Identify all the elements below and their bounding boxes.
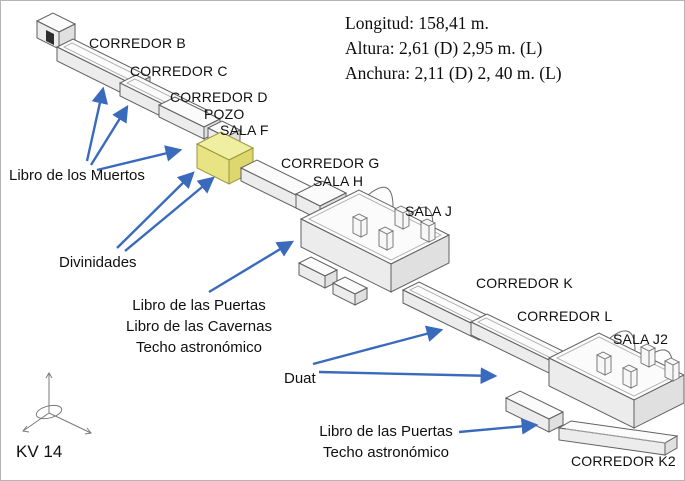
annotation-duat: Duat <box>284 370 316 387</box>
pillar <box>419 218 437 243</box>
room-label-corredor-c: CORREDOR C <box>130 63 228 79</box>
arrow-divinidades-to-sala-f-2 <box>124 176 215 252</box>
pillar <box>393 205 411 230</box>
arrow-divinidades-to-sala-f-1 <box>116 171 195 249</box>
dimension-anchura: Anchura: 2,11 (D) 2, 40 m. (L) <box>345 63 562 83</box>
room-label-sala-j2: SALA J2 <box>613 331 669 347</box>
pillar <box>377 226 395 251</box>
room-label-corredor-b: CORREDOR B <box>89 35 186 51</box>
vault-arch <box>367 186 394 208</box>
room-label-sala-f: SALA F <box>220 122 269 138</box>
annotation-puertas-cavernas-techo: Libro de las Puertas Libro de las Cavern… <box>109 295 289 358</box>
room-label-pozo: POZO <box>204 106 245 122</box>
annotation-line: Libro de las Cavernas <box>126 318 272 335</box>
sala-f-highlight <box>195 131 255 185</box>
axis-indicator <box>22 372 92 435</box>
room-label-corredor-g: CORREDOR G <box>281 155 380 171</box>
pillar <box>351 213 369 238</box>
arrow-libro-muertos-to-corridor-b <box>85 86 109 162</box>
annotation-puertas-techo: Libro de las Puertas Techo astronómico <box>297 421 475 463</box>
pillar <box>595 351 613 376</box>
annotation-line: Techo astronómico <box>136 339 262 356</box>
arrow-puertas-cavernas-to-sala-j <box>208 240 295 294</box>
pillar <box>621 364 639 389</box>
pillar <box>639 343 657 368</box>
room-label-corredor-k: CORREDOR K <box>476 275 573 291</box>
annotation-line: Techo astronómico <box>323 444 449 461</box>
corridor-k2-structure <box>557 420 679 456</box>
arrow-duat-to-sala-j2 <box>318 367 498 385</box>
dimensions-panel: Longitud: 158,41 m. Altura: 2,61 (D) 2,9… <box>345 11 562 86</box>
vault-arch <box>609 330 636 352</box>
annotation-libro-de-los-muertos: Libro de los Muertos <box>9 167 145 184</box>
sala-j-structure <box>297 186 451 306</box>
arrow-duat-to-corridor-k <box>312 325 444 366</box>
annotation-line: Libro de las Puertas <box>132 297 266 314</box>
dimension-longitud: Longitud: 158,41 m. <box>345 13 489 33</box>
room-label-corredor-k2: CORREDOR K2 <box>571 453 676 469</box>
room-label-corredor-d: CORREDOR D <box>170 89 268 105</box>
annotation-line: Libro de las Puertas <box>319 423 453 440</box>
annotation-divinidades: Divinidades <box>59 254 137 271</box>
entrance-door <box>46 30 54 45</box>
pointer-arrows <box>85 86 539 435</box>
room-label-corredor-l: CORREDOR L <box>517 308 613 324</box>
arrow-puertas-techo-to-corridor-k2 <box>458 417 539 435</box>
pillar <box>663 357 681 382</box>
tomb-id-label: KV 14 <box>16 442 63 461</box>
arrow-libro-muertos-to-corridor-d <box>96 145 183 172</box>
room-label-sala-j: SALA J <box>405 203 453 219</box>
dimension-altura: Altura: 2,61 (D) 2,95 m. (L) <box>345 38 543 58</box>
arrow-libro-muertos-to-corridor-c <box>89 104 129 166</box>
room-label-sala-h: SALA H <box>313 173 364 189</box>
